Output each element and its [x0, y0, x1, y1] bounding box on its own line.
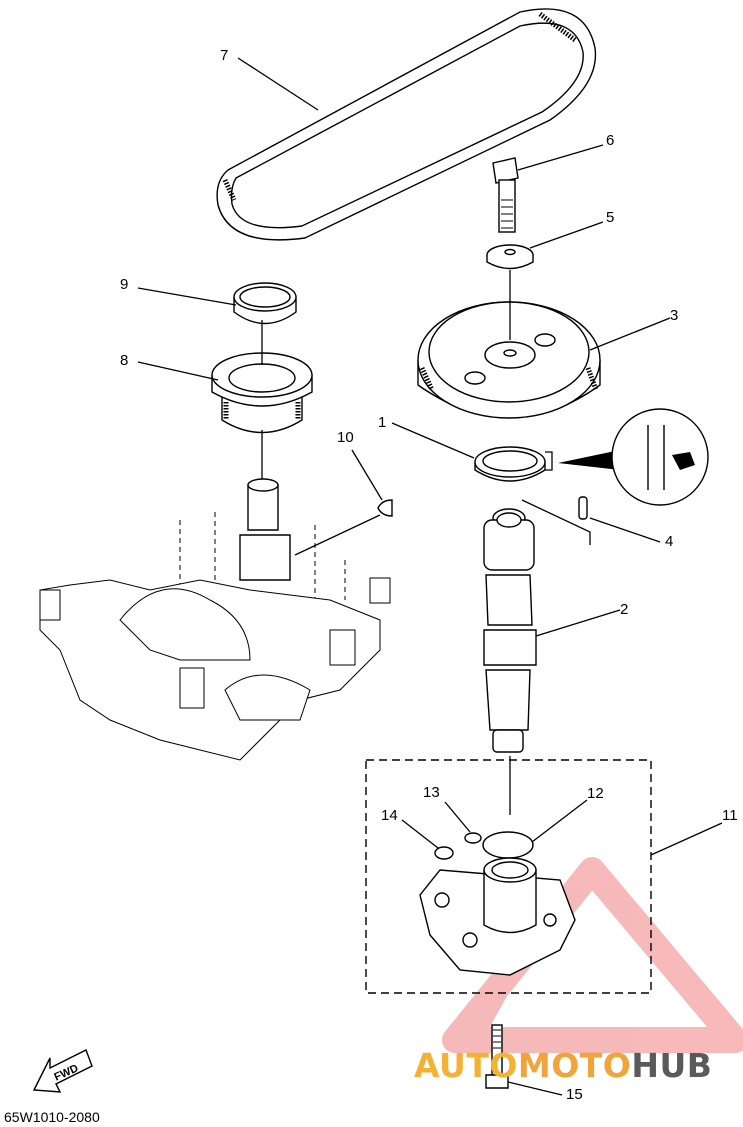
- fwd-arrow-icon: [32, 1049, 93, 1093]
- leader-5: [529, 221, 604, 249]
- leader-3: [589, 317, 671, 351]
- diagram-code: 65W1010-2080: [4, 1109, 100, 1125]
- bolt-6: [492, 157, 519, 233]
- leader-7: [237, 57, 319, 111]
- leader-4: [589, 517, 661, 543]
- dowel-pin-4: [578, 496, 588, 520]
- watermark-part3: HUB: [631, 1046, 713, 1085]
- callout-1: 1: [378, 414, 387, 431]
- leader-10-b: [294, 514, 381, 556]
- watermark-part1: AUTO: [414, 1046, 518, 1085]
- callout-10: 10: [337, 429, 354, 446]
- leader-14: [401, 819, 439, 849]
- leader-4-b: [521, 499, 591, 545]
- seal-detail-inset: [558, 408, 709, 506]
- callout-6: 6: [606, 132, 615, 149]
- leader-8: [137, 361, 219, 381]
- washer-5: [486, 244, 534, 270]
- callout-9: 9: [120, 276, 129, 293]
- key-10: [377, 499, 393, 517]
- callout-8: 8: [120, 352, 129, 369]
- oil-seal-1: [474, 446, 546, 482]
- o-ring-13: [464, 832, 482, 844]
- callout-5: 5: [606, 209, 615, 226]
- callout-4: 4: [665, 533, 674, 550]
- leader-10: [351, 449, 383, 501]
- leader-2: [535, 609, 621, 637]
- leader-9: [137, 287, 237, 306]
- leader-1: [391, 422, 475, 459]
- leader-11: [650, 822, 723, 856]
- timing-belt: [216, 8, 597, 241]
- watermark-text: AUTOMOTOHUB: [414, 1046, 712, 1085]
- leader-13: [444, 801, 471, 833]
- camshaft-pulley: [417, 301, 601, 419]
- oil-pump-body: [419, 857, 576, 976]
- callout-12: 12: [587, 785, 604, 802]
- leader-12: [531, 799, 588, 843]
- drive-pulley-8: [211, 352, 313, 434]
- callout-11: 11: [722, 807, 738, 824]
- callout-2: 2: [620, 601, 629, 618]
- callout-13: 13: [423, 784, 440, 801]
- callout-3: 3: [670, 307, 679, 324]
- leader-6: [517, 144, 604, 171]
- callout-7: 7: [220, 47, 229, 64]
- watermark-part2: MOTO: [517, 1046, 632, 1085]
- leader-15: [507, 1081, 563, 1096]
- bolt-15: [485, 1024, 509, 1089]
- callout-14: 14: [381, 807, 398, 824]
- callout-15: 15: [566, 1086, 583, 1103]
- seal-ring-9: [233, 282, 297, 325]
- o-ring-12: [482, 831, 534, 859]
- camshaft-2: [483, 508, 537, 753]
- cylinder-head-outline: [39, 478, 391, 761]
- o-ring-14: [434, 846, 454, 860]
